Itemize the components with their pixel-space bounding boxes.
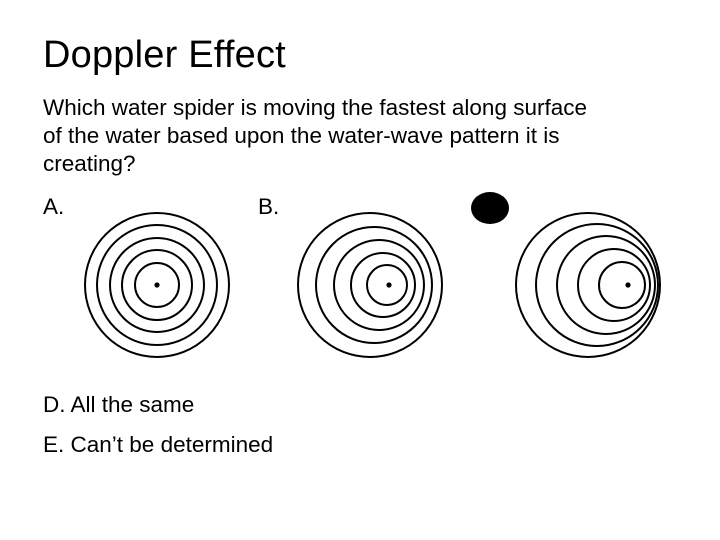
answer-choice-e: E. Can’t be determined xyxy=(43,425,273,465)
wave-ring xyxy=(516,213,660,357)
spider-dot xyxy=(154,282,159,287)
wave-pattern-c xyxy=(516,213,660,357)
option-c-marker xyxy=(471,192,509,224)
answer-choice-d: D. All the same xyxy=(43,385,273,425)
wave-ring xyxy=(298,213,442,357)
wave-ring xyxy=(599,262,645,308)
wave-ring xyxy=(536,224,658,346)
spider-dot xyxy=(625,282,630,287)
spider-dot xyxy=(386,282,391,287)
wave-ring xyxy=(351,253,415,317)
wave-ring xyxy=(578,249,650,321)
wave-pattern-a xyxy=(85,213,229,357)
answer-choices: D. All the same E. Can’t be determined xyxy=(43,385,273,465)
wave-pattern-b xyxy=(298,213,442,357)
